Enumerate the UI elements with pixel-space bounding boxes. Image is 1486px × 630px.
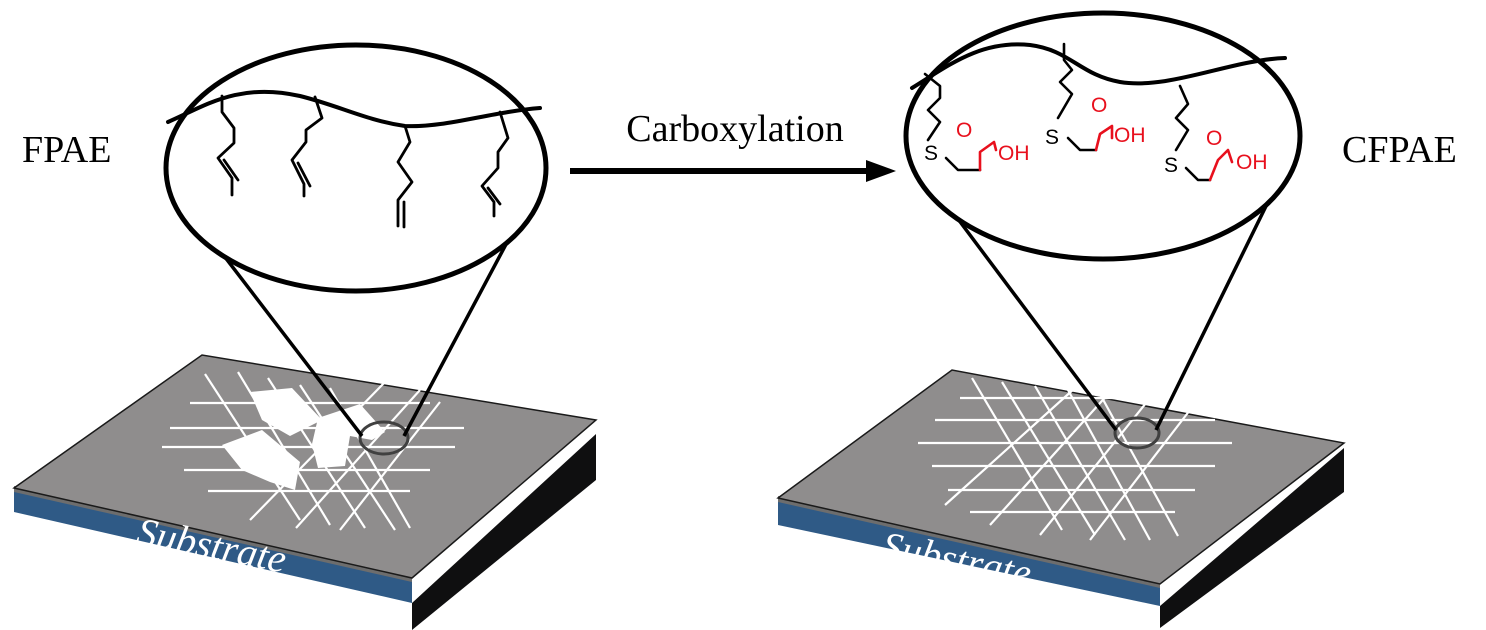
left-magnifier-cone — [216, 217, 522, 438]
left-zoom-circle-outline — [163, 42, 549, 294]
left-substrate-front — [14, 490, 412, 603]
right-chem-labels: S S S O OH O OH O OH — [924, 94, 1268, 177]
right-substrate — [776, 369, 1346, 628]
left-material-label: FPAE — [22, 129, 111, 171]
hydroxyl-label-1: OH — [998, 142, 1030, 165]
carbonyl-o-label-3: O — [1206, 127, 1222, 150]
right-material-label: CFPAE — [1342, 129, 1457, 171]
right-zoom-spot — [1113, 416, 1161, 450]
sulfur-label-1: S — [924, 142, 938, 165]
left-allyl-side-chains — [216, 94, 510, 229]
hydroxyl-label-2: OH — [1114, 124, 1146, 147]
right-magnifier-cone — [953, 197, 1272, 432]
right-substrate-front — [778, 500, 1160, 606]
right-polymer-backbone — [910, 42, 1287, 90]
sulfur-label-2: S — [1045, 126, 1059, 149]
reaction-arrow: Carboxylation — [570, 108, 896, 182]
right-carboxyl-bonds — [978, 124, 1234, 182]
right-thioether-chains — [923, 42, 1212, 182]
left-polymer-backbone — [166, 89, 542, 129]
left-substrate-side — [412, 434, 596, 630]
carbonyl-o-label-1: O — [956, 119, 972, 142]
left-zoom-spot — [358, 420, 410, 456]
hydroxyl-label-3: OH — [1236, 151, 1268, 174]
carbonyl-o-label-2: O — [1091, 94, 1107, 117]
right-zoom-circle: S S S O OH O OH O OH CFPAE — [903, 10, 1457, 262]
arrow-label: Carboxylation — [626, 108, 843, 150]
right-substrate-side — [1160, 448, 1344, 628]
left-substrate — [12, 354, 598, 630]
right-grid-lines — [918, 377, 1232, 541]
left-substrate-top — [12, 354, 598, 579]
left-zoom-circle: FPAE — [22, 42, 549, 294]
sulfur-label-3: S — [1164, 154, 1178, 177]
left-peeled-patches — [222, 388, 385, 490]
